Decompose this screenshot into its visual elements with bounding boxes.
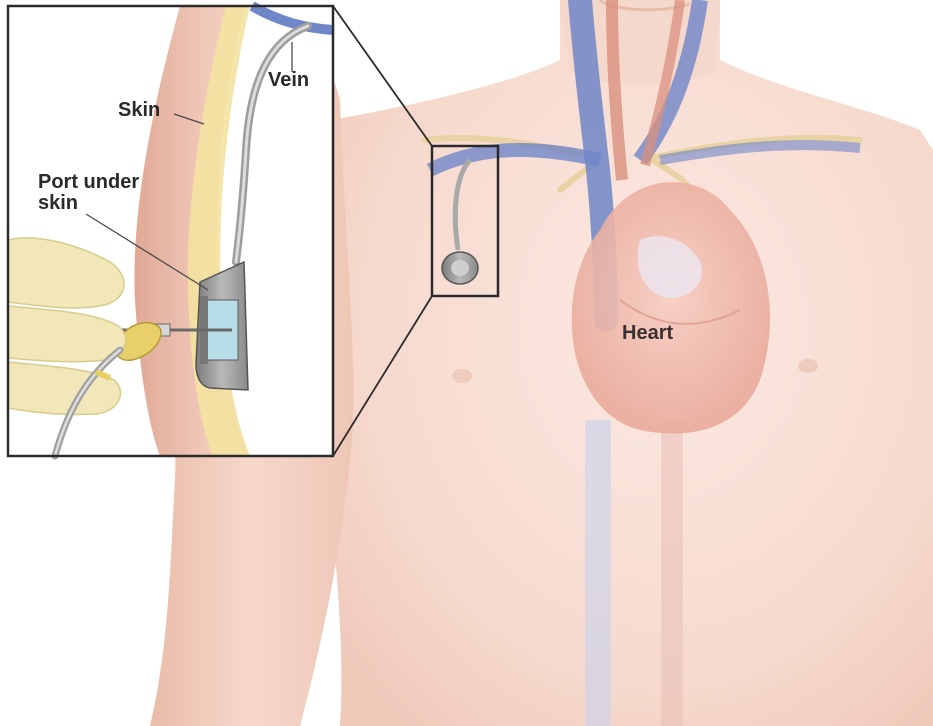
label-heart: Heart xyxy=(622,323,673,344)
label-port-line2: skin xyxy=(38,193,139,214)
label-port-line1: Port under xyxy=(38,172,139,193)
label-vein: Vein xyxy=(268,70,309,91)
left-nipple xyxy=(452,369,472,383)
label-skin: Skin xyxy=(118,100,160,121)
right-nipple xyxy=(798,359,818,373)
label-port-under-skin: Port under skin xyxy=(38,172,139,214)
